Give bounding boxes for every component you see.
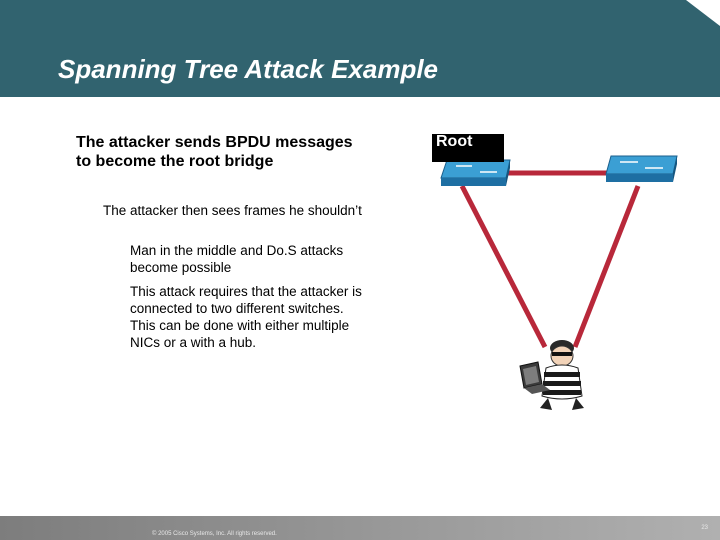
link-root-attacker (459, 184, 548, 349)
attacker-icon (540, 340, 584, 410)
bullet-level-3-note: This attack requires that the attacker i… (130, 284, 362, 350)
bullet-level-1: The attacker sends BPDU messages to beco… (76, 134, 353, 170)
bullet-level-3: Man in the middle and Do.S attacks becom… (130, 243, 344, 275)
laptop-icon (519, 361, 550, 394)
network-links (459, 170, 641, 349)
slide-title: Spanning Tree Attack Example (58, 54, 439, 84)
title-bar (0, 0, 720, 97)
root-bridge-label: Root (432, 134, 504, 162)
copyright-text: © 2005 Cisco Systems, Inc. All rights re… (152, 531, 277, 537)
footer-bar (0, 516, 720, 540)
page-number: 23 (701, 525, 708, 531)
switch-icon (605, 155, 678, 182)
header-corner-notch (686, 0, 720, 26)
link-switch-attacker (572, 185, 641, 348)
bullet-level-2: The attacker then sees frames he shouldn… (103, 203, 362, 218)
switch-icon (440, 159, 511, 186)
